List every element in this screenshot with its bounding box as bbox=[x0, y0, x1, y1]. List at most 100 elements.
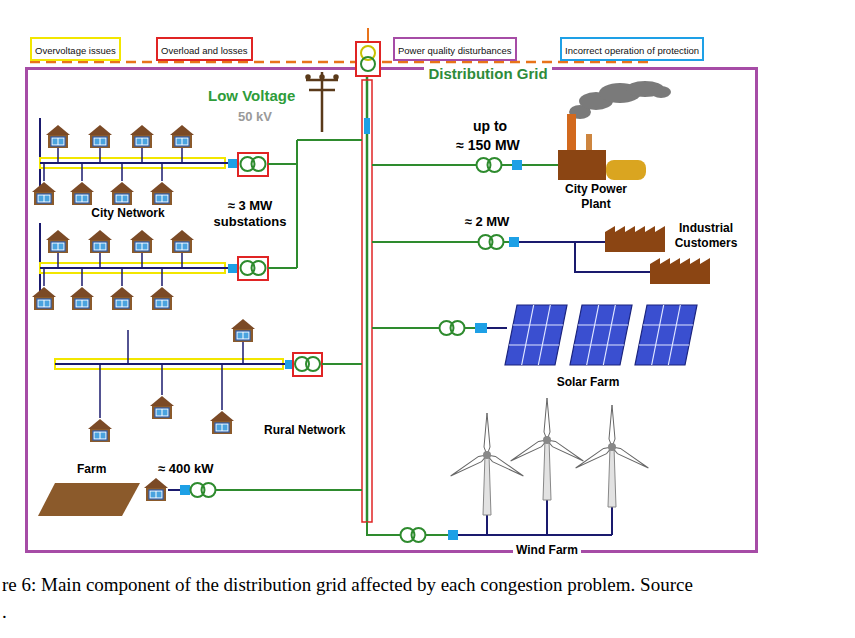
city-network-1 bbox=[110, 182, 134, 205]
industrial-customers bbox=[372, 226, 710, 284]
caption-continuation: . bbox=[2, 600, 7, 624]
wind-farm bbox=[426, 534, 449, 536]
power-plant bbox=[522, 164, 558, 166]
rural-network bbox=[55, 363, 285, 365]
rural-network bbox=[231, 319, 255, 342]
rural-network bbox=[210, 411, 234, 434]
city-network-1 bbox=[40, 162, 228, 164]
rural-network bbox=[55, 319, 362, 442]
city-network-2 bbox=[32, 223, 268, 310]
distribution-grid-boundary: Distribution Grid bbox=[25, 67, 758, 553]
city-network-1 bbox=[81, 163, 83, 181]
city-network-1 bbox=[228, 159, 237, 168]
solar-farm bbox=[570, 305, 632, 365]
farm bbox=[144, 478, 168, 501]
city-network-2 bbox=[150, 287, 174, 310]
city-network-2 bbox=[43, 268, 45, 286]
city-network-2 bbox=[121, 268, 123, 286]
figure-caption: re 6: Main component of the distribution… bbox=[2, 574, 693, 596]
city-network-1 bbox=[88, 125, 112, 148]
wind-farm bbox=[401, 528, 426, 542]
legend-swatch: Power quality disturbances bbox=[393, 37, 517, 61]
legend-text: Overload and losses bbox=[161, 45, 248, 56]
industrial-customers bbox=[509, 237, 519, 247]
legend-text: Power quality disturbances bbox=[398, 45, 512, 56]
power-plant bbox=[569, 81, 671, 119]
solar-farm bbox=[475, 323, 487, 333]
city-network-1 bbox=[32, 118, 268, 205]
component-label: Industrial Customers bbox=[666, 221, 746, 251]
solar-farm bbox=[372, 327, 440, 329]
rural-network bbox=[99, 364, 101, 418]
power-pole bbox=[307, 76, 310, 79]
power-rating: ≈ 400 kW bbox=[158, 461, 214, 477]
congestion-dashed-line bbox=[30, 61, 650, 64]
city-feeder-wires bbox=[268, 140, 362, 268]
farm bbox=[180, 485, 190, 495]
city-network-2 bbox=[130, 230, 154, 253]
component-label: Farm bbox=[77, 462, 106, 477]
solar-farm bbox=[465, 327, 476, 329]
solar-farm bbox=[440, 321, 465, 335]
power-rating: ≈ 2 MW bbox=[465, 214, 510, 230]
city-network-1 bbox=[161, 163, 163, 181]
city-network-2 bbox=[241, 261, 266, 275]
power-pole bbox=[335, 76, 338, 79]
main-busbar bbox=[366, 76, 369, 522]
wind-farm bbox=[449, 413, 525, 515]
wind-farm bbox=[458, 500, 612, 535]
city-network-2 bbox=[32, 287, 56, 310]
power-plant bbox=[606, 160, 646, 180]
voltage-value: 50 kV bbox=[238, 109, 272, 125]
wind-farm bbox=[367, 398, 650, 542]
component-label: City Power Plant bbox=[556, 182, 636, 212]
rural-network bbox=[242, 342, 244, 364]
rural-network bbox=[221, 364, 223, 410]
city-network-1 bbox=[181, 148, 183, 163]
legend-swatch: Incorrect operation of protection bbox=[560, 37, 704, 61]
power-plant bbox=[477, 158, 502, 172]
farm bbox=[38, 478, 362, 516]
component-label: City Network bbox=[91, 206, 164, 221]
city-network-2 bbox=[141, 253, 143, 268]
city-network-1 bbox=[141, 148, 143, 163]
rural-network bbox=[127, 330, 129, 364]
component-label: Solar Farm bbox=[557, 375, 620, 390]
power-rating: up to bbox=[473, 117, 507, 135]
rural-network bbox=[295, 357, 320, 371]
city-network-2 bbox=[228, 264, 237, 273]
rural-network bbox=[88, 419, 112, 442]
city-network-1 bbox=[46, 125, 70, 148]
grid-title: Distribution Grid bbox=[424, 65, 551, 83]
wind-farm bbox=[509, 398, 585, 500]
power-plant bbox=[651, 86, 671, 98]
city-network-2 bbox=[99, 253, 101, 268]
legend-swatch: Overload and losses bbox=[156, 37, 253, 61]
city-network-1 bbox=[70, 182, 94, 205]
city-network-2 bbox=[238, 257, 268, 280]
hv-transformer bbox=[350, 28, 386, 82]
industrial-customers bbox=[605, 226, 665, 252]
legend-text: Overvoltage issues bbox=[35, 45, 116, 56]
wind-farm bbox=[448, 530, 458, 540]
power-pole bbox=[306, 72, 338, 132]
city-network-2 bbox=[88, 230, 112, 253]
power-plant bbox=[558, 150, 606, 180]
power-plant bbox=[512, 160, 522, 170]
industrial-customers bbox=[372, 241, 479, 243]
rural-network bbox=[100, 330, 243, 418]
city-network-1 bbox=[121, 163, 123, 181]
city-network-1 bbox=[99, 148, 101, 163]
farm bbox=[38, 483, 140, 516]
industrial-customers bbox=[479, 235, 504, 249]
hv-transformer bbox=[356, 42, 380, 76]
city-network-2 bbox=[170, 230, 194, 253]
legend-text: Incorrect operation of protection bbox=[565, 45, 699, 56]
hv-transformer bbox=[361, 57, 375, 71]
city-network-2 bbox=[40, 267, 228, 269]
wind-farm bbox=[574, 405, 650, 507]
city-network-2 bbox=[161, 268, 163, 286]
solar-farm bbox=[505, 305, 567, 365]
